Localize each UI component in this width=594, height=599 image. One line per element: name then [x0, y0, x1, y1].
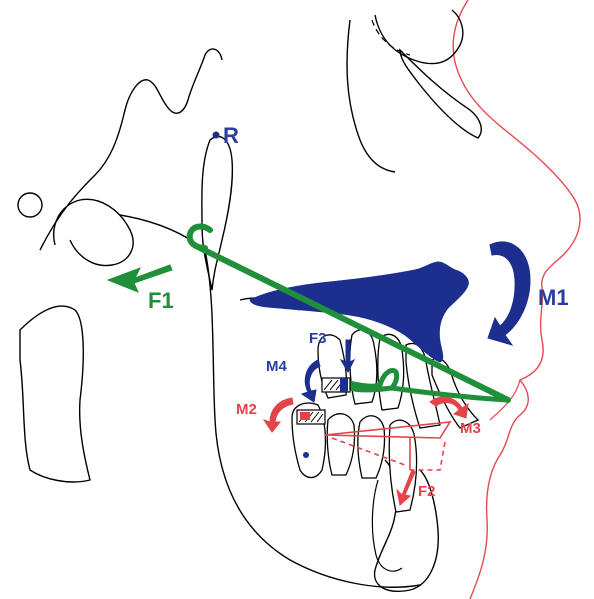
label-m2: M2: [236, 401, 257, 418]
label-f1: F1: [148, 288, 174, 313]
label-f3: F3: [309, 330, 327, 347]
r-point: [213, 132, 220, 139]
condyle-loop: [54, 199, 133, 265]
label-f2: F2: [418, 483, 436, 500]
coronoid-loop: [202, 137, 233, 290]
label-m1: M1: [538, 285, 569, 310]
m2-arrow: [264, 398, 293, 432]
label-r: R: [223, 123, 239, 148]
lower-bracket: [297, 410, 325, 424]
label-m3: M3: [460, 420, 481, 437]
ear-rod-circle: [18, 193, 42, 217]
lower-tooth-dot: [303, 452, 309, 458]
orbit-outline: [375, 10, 463, 64]
m1-arrow: [488, 242, 530, 345]
vertebra-outline: [20, 306, 90, 482]
m4-arrow: [302, 360, 320, 402]
upper-bracket: [322, 378, 350, 392]
label-m4: M4: [266, 358, 287, 375]
cranial-base: [40, 49, 222, 250]
